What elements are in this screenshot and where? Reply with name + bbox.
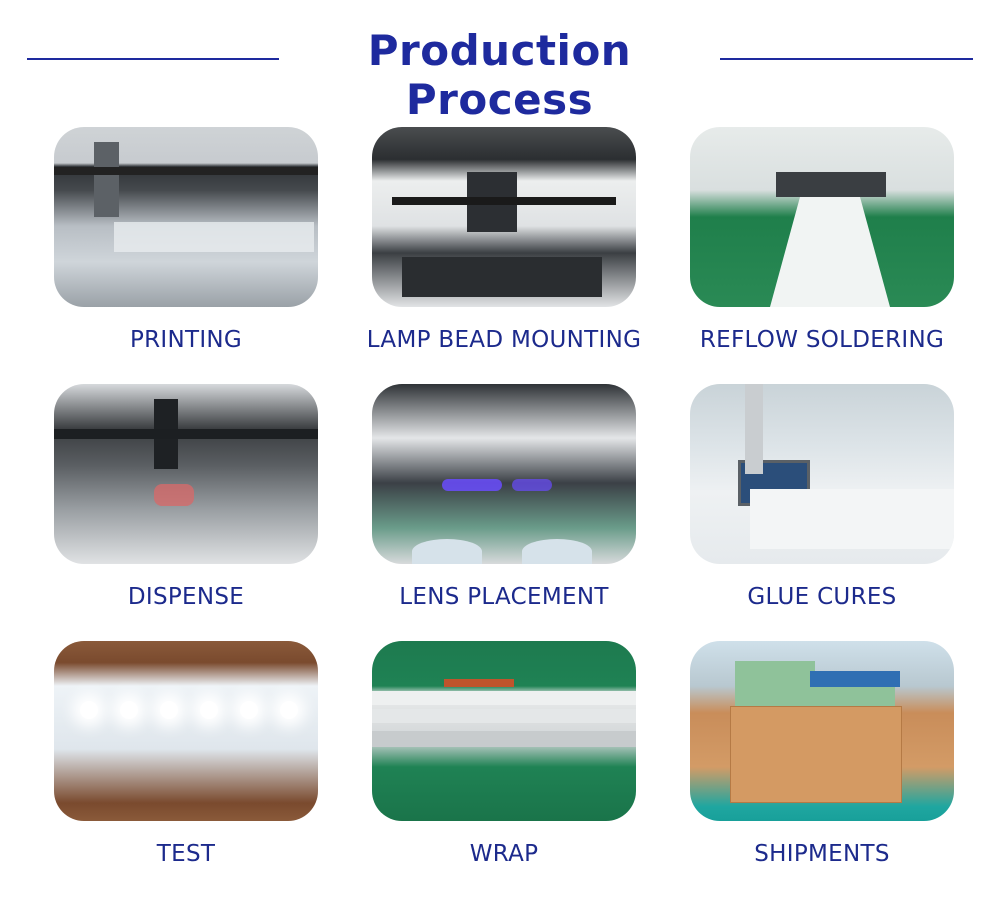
printing-photo <box>54 127 318 307</box>
step-label: SHIPMENTS <box>754 841 890 867</box>
step-glue-cures: GLUE CURES <box>690 384 954 610</box>
step-label: DISPENSE <box>127 584 245 610</box>
test-photo <box>54 641 318 821</box>
page-title: Production Process <box>367 26 632 124</box>
step-label: LAMP BEAD MOUNTING <box>366 327 642 353</box>
lens-placement-photo <box>372 384 636 564</box>
title-rule-right <box>720 58 973 60</box>
step-dispense: DISPENSE <box>54 384 318 610</box>
dispense-photo <box>54 384 318 564</box>
step-lens-placement: LENS PLACEMENT <box>372 384 636 610</box>
lamp-bead-mounting-photo <box>372 127 636 307</box>
process-grid: PRINTING LAMP BEAD MOUNTING REFLOW SOLDE… <box>54 127 954 887</box>
wrap-photo <box>372 641 636 821</box>
title-rule-left <box>27 58 279 60</box>
step-reflow-soldering: REFLOW SOLDERING <box>690 127 954 353</box>
step-test: TEST <box>54 641 318 867</box>
step-shipments: SHIPMENTS <box>690 641 954 867</box>
step-label: REFLOW SOLDERING <box>699 327 945 353</box>
step-label: LENS PLACEMENT <box>399 584 609 610</box>
step-wrap: WRAP <box>372 641 636 867</box>
step-label: GLUE CURES <box>747 584 897 610</box>
step-label: PRINTING <box>129 327 243 353</box>
step-label: WRAP <box>469 841 539 867</box>
glue-cures-photo <box>690 384 954 564</box>
step-label: TEST <box>156 841 216 867</box>
shipments-photo <box>690 641 954 821</box>
reflow-soldering-photo <box>690 127 954 307</box>
step-printing: PRINTING <box>54 127 318 353</box>
step-lamp-bead-mounting: LAMP BEAD MOUNTING <box>367 127 641 353</box>
